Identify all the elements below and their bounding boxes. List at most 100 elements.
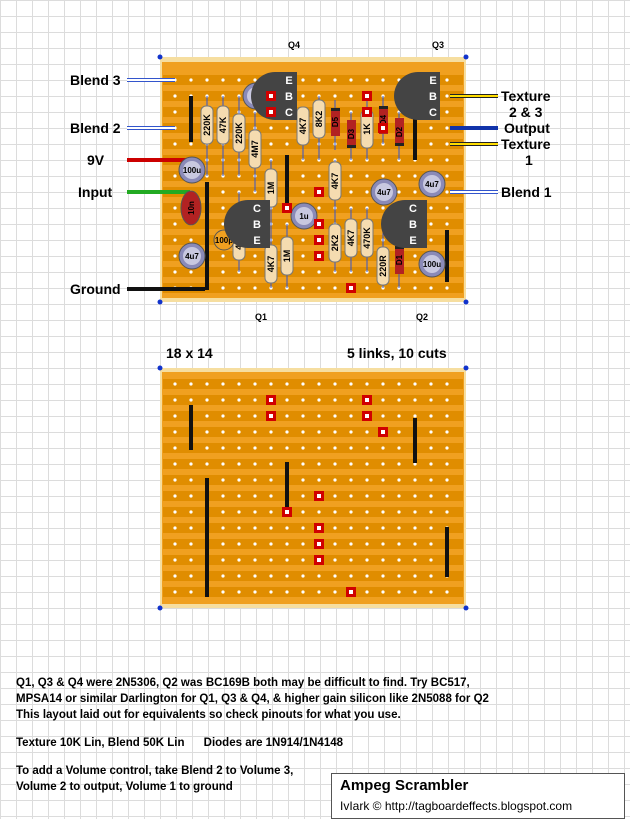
hole xyxy=(221,558,225,562)
cap-4u7-a: 4u7 xyxy=(178,242,206,270)
hole xyxy=(429,430,433,434)
svg-text:470K: 470K xyxy=(362,227,372,249)
hole xyxy=(381,414,385,418)
label-blend1: Blend 1 xyxy=(501,184,552,200)
hole xyxy=(349,430,353,434)
hole xyxy=(173,542,177,546)
label-q2: Q2 xyxy=(416,312,428,322)
hole xyxy=(413,558,417,562)
hole xyxy=(317,382,321,386)
hole xyxy=(397,414,401,418)
hole xyxy=(429,494,433,498)
hole xyxy=(221,414,225,418)
hole xyxy=(285,382,289,386)
diode-d5: D5 xyxy=(331,100,340,150)
resistors: 220K 47K 220K 4M7 8K2 1K 4K7 1M 4K7 4M7 … xyxy=(200,96,390,288)
hole xyxy=(269,462,273,466)
hole xyxy=(189,542,193,546)
hole xyxy=(301,174,305,178)
hole xyxy=(237,462,241,466)
hole xyxy=(429,462,433,466)
hole xyxy=(189,78,193,82)
hole xyxy=(253,414,257,418)
hole xyxy=(381,158,385,162)
hole xyxy=(173,590,177,594)
transistor-q3: EBC xyxy=(394,72,440,120)
hole xyxy=(349,94,353,98)
hole xyxy=(445,142,449,146)
title-box: Ampeg Scrambler IvIark © http://tagboard… xyxy=(331,773,625,819)
hole xyxy=(349,494,353,498)
hole xyxy=(253,286,257,290)
hole xyxy=(413,190,417,194)
copper-strip xyxy=(163,171,463,181)
diode-d3: D3 xyxy=(347,112,356,160)
hole xyxy=(253,510,257,514)
svg-text:D1: D1 xyxy=(395,254,404,265)
svg-text:B: B xyxy=(429,91,437,103)
svg-text:8K2: 8K2 xyxy=(314,111,324,128)
diode-d2: D2 xyxy=(395,112,404,160)
resistor-1m-a: 1M xyxy=(264,160,278,224)
copper-strip xyxy=(163,155,463,165)
hole xyxy=(413,382,417,386)
hole xyxy=(285,574,289,578)
hole xyxy=(269,590,273,594)
hole xyxy=(301,542,305,546)
hole xyxy=(397,494,401,498)
svg-text:B: B xyxy=(253,219,261,231)
hole xyxy=(221,222,225,226)
hole xyxy=(429,478,433,482)
hole xyxy=(237,542,241,546)
hole xyxy=(333,494,337,498)
hole xyxy=(189,526,193,530)
copper-strip xyxy=(163,187,463,197)
hole xyxy=(221,542,225,546)
hole xyxy=(221,494,225,498)
note-line: Q1, Q3 & Q4 were 2N5306, Q2 was BC169B b… xyxy=(16,677,470,689)
strip-cut-hole xyxy=(269,398,273,402)
title: Ampeg Scrambler xyxy=(340,777,469,794)
hole xyxy=(397,174,401,178)
hole xyxy=(381,78,385,82)
hole xyxy=(381,542,385,546)
copper-strip xyxy=(163,459,463,469)
hole xyxy=(365,462,369,466)
credit: IvIark © http://tagboardeffects.blogspot… xyxy=(340,799,573,813)
hole xyxy=(237,398,241,402)
hole xyxy=(381,558,385,562)
hole xyxy=(173,270,177,274)
hole xyxy=(381,510,385,514)
hole xyxy=(429,558,433,562)
hole xyxy=(221,462,225,466)
board-size: 18 x 14 xyxy=(166,345,213,361)
hole xyxy=(445,446,449,450)
hole xyxy=(445,494,449,498)
strip-cut-hole xyxy=(317,494,321,498)
hole xyxy=(173,494,177,498)
resistor-4m7-a: 4M7 xyxy=(248,112,262,192)
svg-text:B: B xyxy=(409,219,417,231)
transistors: EBC EBC CBE CBE xyxy=(224,72,440,248)
hole xyxy=(253,478,257,482)
hole xyxy=(269,558,273,562)
hole xyxy=(445,414,449,418)
hole xyxy=(397,190,401,194)
hole xyxy=(221,510,225,514)
hole xyxy=(173,142,177,146)
hole xyxy=(189,142,193,146)
hole xyxy=(317,462,321,466)
hole xyxy=(205,462,209,466)
strip-cut-hole xyxy=(365,94,369,98)
hole xyxy=(429,542,433,546)
hole xyxy=(237,526,241,530)
resistor-220k-a: 220K xyxy=(200,96,214,176)
hole xyxy=(349,382,353,386)
hole xyxy=(253,382,257,386)
note-line: To add a Volume control, take Blend 2 to… xyxy=(16,765,294,777)
bottom-links xyxy=(189,405,449,597)
hole xyxy=(253,270,257,274)
hole xyxy=(445,206,449,210)
hole xyxy=(333,94,337,98)
hole xyxy=(173,94,177,98)
